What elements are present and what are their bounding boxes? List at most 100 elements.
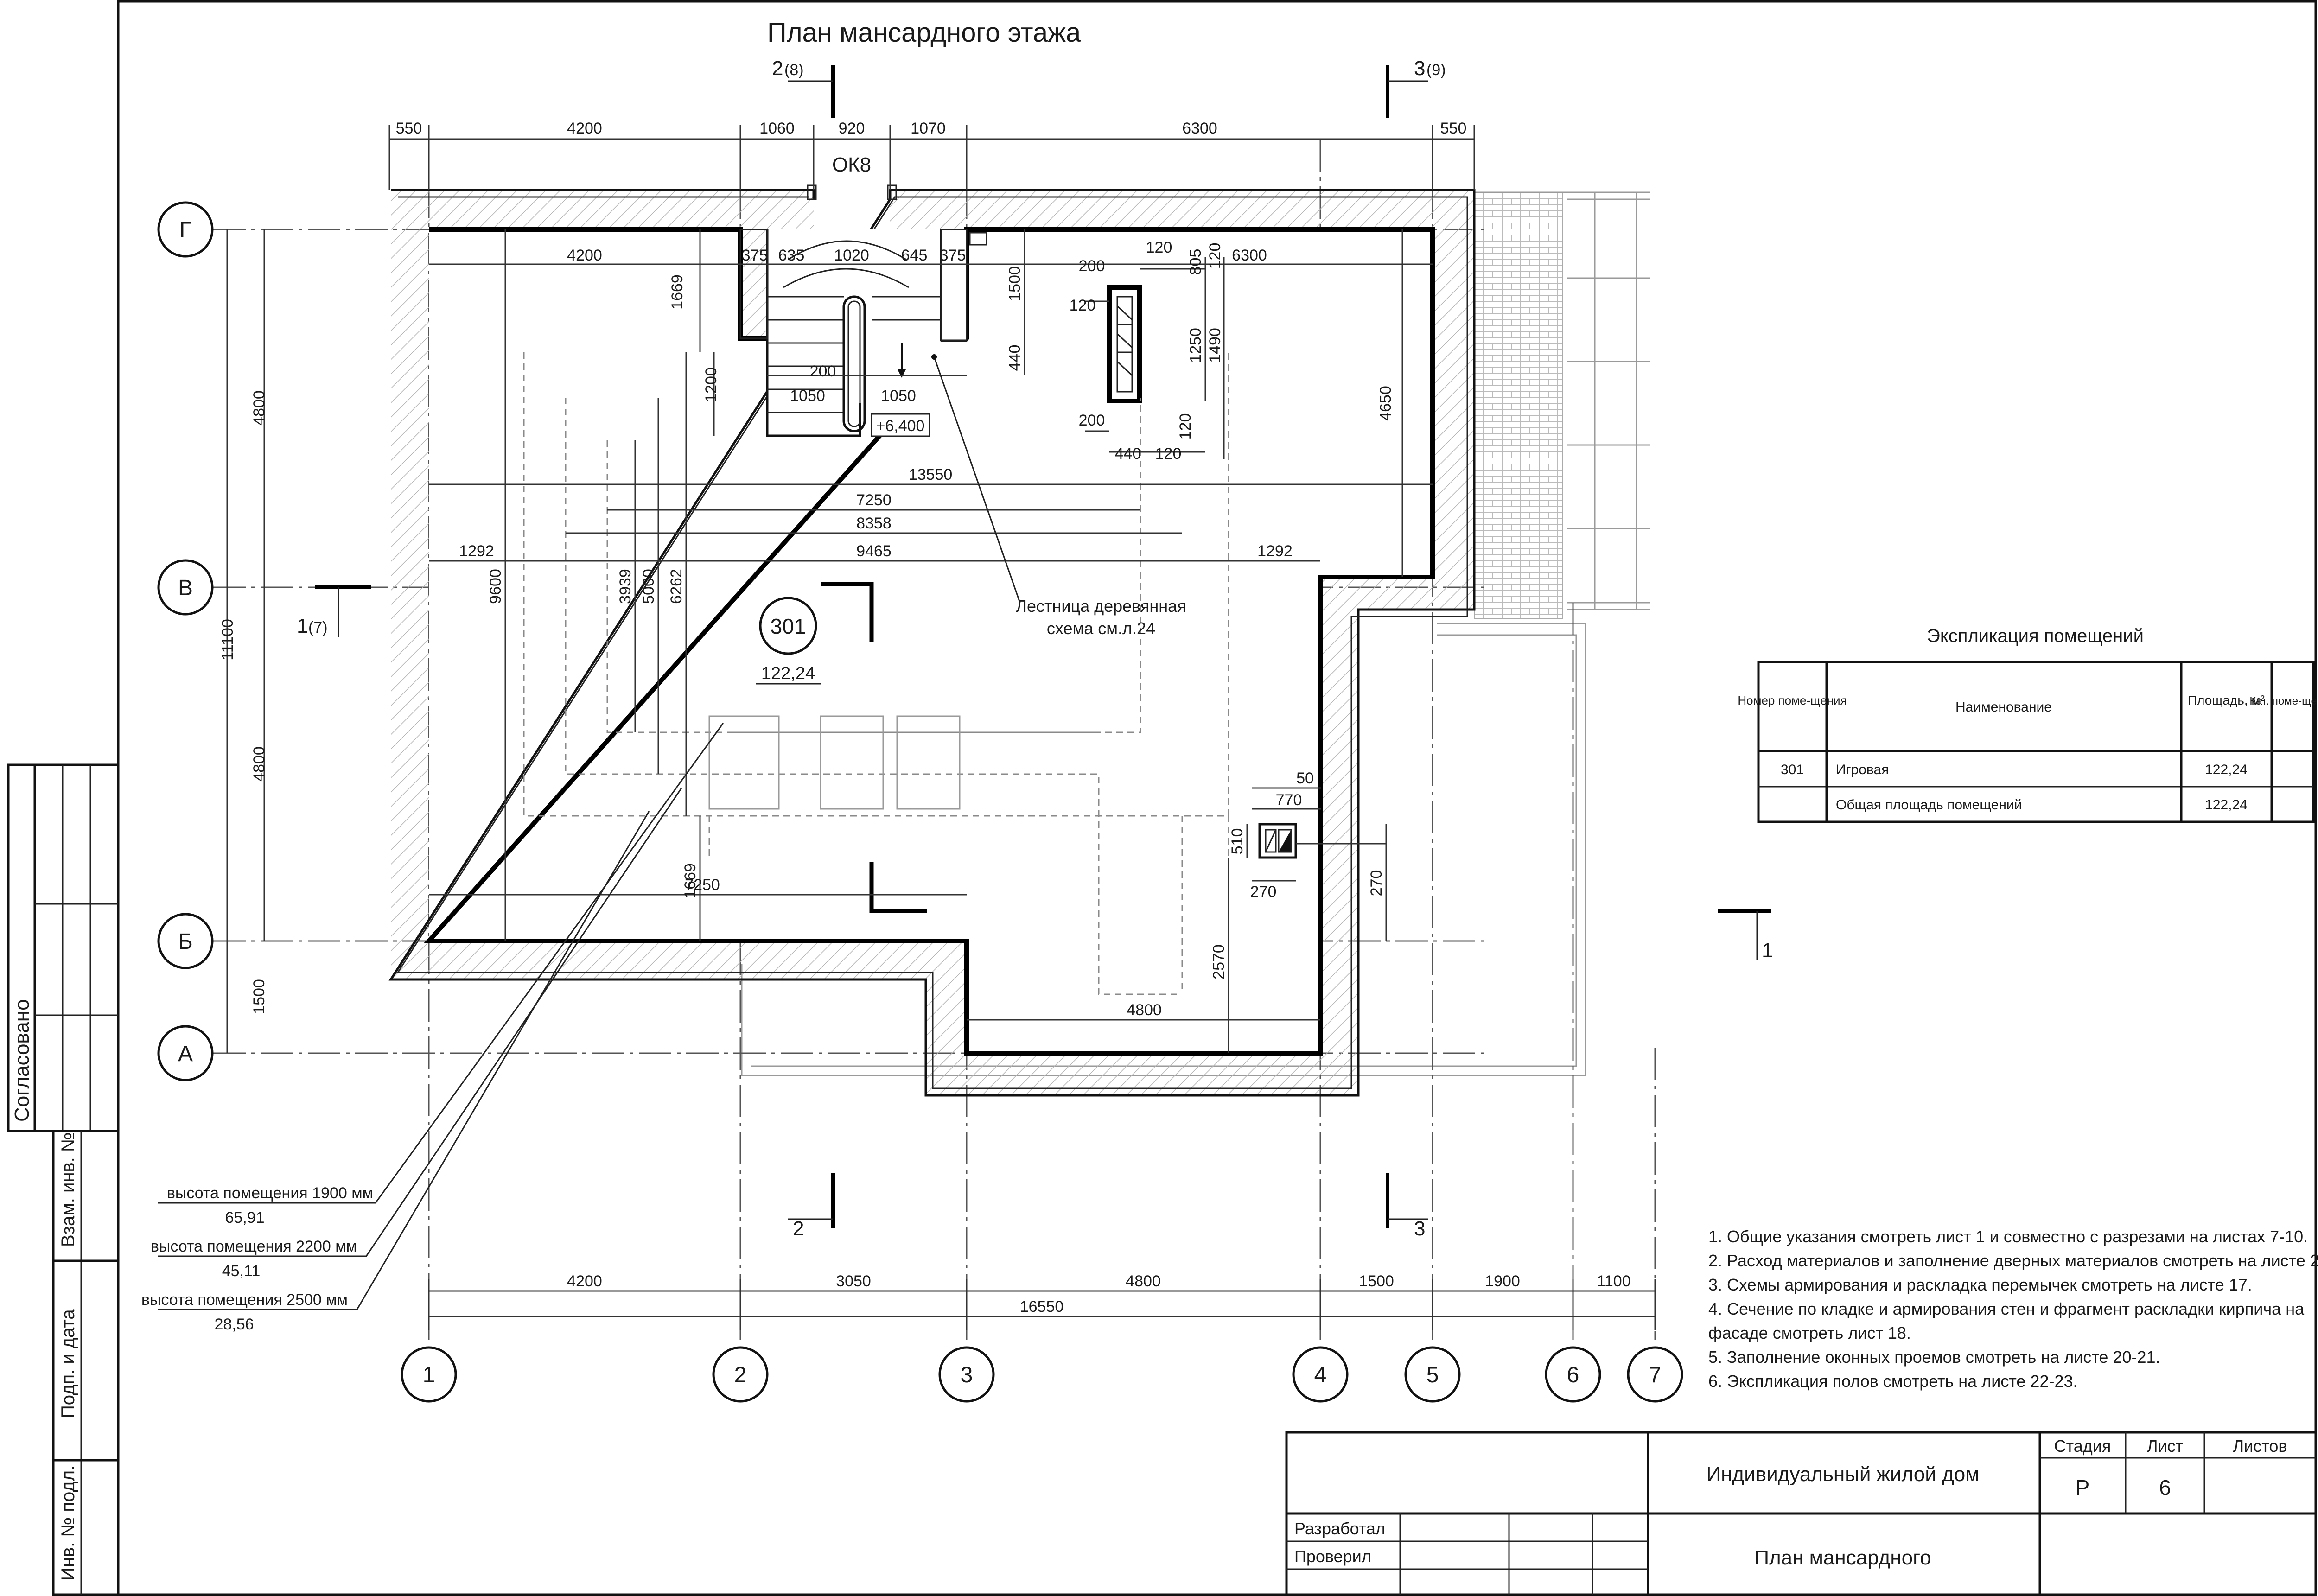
section-2-top-ref: (8) (784, 61, 804, 79)
section-2-bottom: 2 (793, 1217, 804, 1240)
dim-1490: 1490 (1206, 328, 1224, 363)
project-name: Индивидуальный жилой дом (1707, 1463, 1980, 1486)
axis-bubbles (157, 201, 1683, 1403)
axis-label-5: 5 (1426, 1363, 1439, 1387)
side-label-signature: Подп. и дата (58, 1309, 78, 1418)
dim-8358: 8358 (856, 515, 892, 532)
section-2-top: 2 (772, 57, 783, 80)
section-3-top-ref: (9) (1426, 61, 1446, 79)
dim-top-1070: 1070 (911, 120, 946, 137)
vent-block (1107, 285, 1297, 859)
dim-inner-1020: 1020 (834, 247, 869, 264)
dim-200a: 200 (810, 362, 836, 380)
dim-4800: 4800 (1127, 1001, 1162, 1019)
dimension-lines (226, 125, 1656, 1330)
dim-left-1500: 1500 (250, 979, 268, 1014)
general-note-2: 2. Расход материалов и заполнение дверны… (1708, 1251, 2318, 1270)
section-3-top: 3 (1414, 57, 1425, 80)
dim-50: 50 (1296, 769, 1314, 787)
height-note-2500-area: 28,56 (214, 1316, 254, 1333)
dim-top-920: 920 (839, 120, 865, 137)
room-tag-circle (759, 597, 817, 655)
dim-1669b: 1669 (681, 863, 699, 898)
dim-7250b: 7250 (685, 876, 720, 894)
explication-row2-name: Общая площадь помещений (1836, 797, 2022, 813)
dim-inner-375b: 375 (940, 247, 966, 264)
approved-label: Согласовано (11, 999, 33, 1122)
dim-3939: 3939 (617, 569, 634, 604)
dim-1200: 1200 (702, 367, 720, 402)
side-label-inventory: Инв. № подл. (58, 1465, 78, 1581)
sheet-frame (7, 0, 2317, 1596)
terrace-context (741, 191, 1650, 1076)
sheet-value: 6 (2159, 1475, 2171, 1500)
level-mark-box (871, 413, 930, 437)
axis-label-7: 7 (1649, 1363, 1662, 1387)
sheet-label: Лист (2147, 1437, 2183, 1456)
explication-table (1757, 661, 2315, 823)
section-1-left: 1 (297, 615, 308, 637)
dim-left-4800b: 4800 (250, 746, 268, 782)
dim-200c: 200 (1079, 412, 1105, 429)
axis-label-2: 2 (734, 1363, 747, 1387)
sheets-label: Листов (2233, 1437, 2287, 1456)
title-block (1285, 1431, 2317, 1596)
dim-270a: 270 (1250, 883, 1277, 901)
dim-1050b: 1050 (881, 387, 916, 405)
height-note-1900-area: 65,91 (225, 1209, 264, 1227)
explication-header-number: Номер поме-щения (1738, 693, 1847, 707)
general-note-6: 6. Экспликация полов смотреть на листе 2… (1708, 1372, 2078, 1391)
dim-9600: 9600 (487, 569, 504, 604)
section-3-bottom: 3 (1414, 1217, 1425, 1240)
axis-label-G: Г (179, 218, 191, 242)
dim-1250: 1250 (1187, 328, 1204, 363)
window-mark: ОК8 (832, 153, 871, 176)
dim-bottom-3050: 3050 (836, 1272, 871, 1290)
dim-top-550a: 550 (396, 120, 422, 137)
room-number: 301 (771, 614, 806, 638)
dim-inner-645: 645 (901, 247, 928, 264)
dim-510: 510 (1229, 828, 1246, 855)
dim-120b: 120 (1206, 243, 1224, 269)
dim-440a: 440 (1006, 345, 1024, 371)
dim-9465: 9465 (856, 542, 892, 560)
height-note-1900: высота помещения 1900 мм (167, 1184, 373, 1202)
explication-header-name: Наименование (1955, 699, 2052, 715)
stage-label: Стадия (2054, 1437, 2111, 1456)
dim-13550: 13550 (909, 466, 953, 483)
leaders (158, 354, 1021, 1310)
dim-7250a: 7250 (856, 491, 892, 509)
dim-left-11100: 11100 (219, 619, 236, 661)
axis-label-A: А (178, 1042, 193, 1066)
explication-row1-area: 122,24 (2205, 762, 2248, 777)
outer-walls (388, 184, 1476, 1097)
explication-header-category: Кат. поме-щения (2249, 695, 2318, 707)
dim-inner-635: 635 (778, 247, 805, 264)
dim-top-1060: 1060 (759, 120, 795, 137)
dim-440b: 440 (1115, 445, 1141, 463)
dim-bottom-1900: 1900 (1485, 1272, 1520, 1290)
explication-row1-name: Игровая (1836, 762, 1889, 777)
dim-bottom-4200: 4200 (567, 1272, 602, 1290)
dim-inner-375a: 375 (742, 247, 768, 264)
general-note-5: 5. Заполнение оконных проемов смотреть н… (1708, 1348, 2160, 1367)
dim-bottom-1500: 1500 (1359, 1272, 1394, 1290)
stair-note-1: Лестница деревянная (1016, 597, 1186, 616)
checked-label: Проверил (1294, 1547, 1371, 1566)
dim-1050a: 1050 (790, 387, 825, 405)
dim-top-4200: 4200 (567, 120, 602, 137)
dim-1292a: 1292 (459, 542, 494, 560)
side-label-replace: Взам. инв. № (58, 1132, 78, 1247)
dim-bottom-1100: 1100 (1597, 1272, 1630, 1290)
axis-label-3: 3 (961, 1363, 973, 1387)
general-note-3: 3. Схемы армирования и раскладка перемыч… (1708, 1275, 2252, 1294)
dim-top-6300: 6300 (1182, 120, 1217, 137)
dim-120c: 120 (1070, 297, 1096, 314)
dim-1669a: 1669 (669, 274, 686, 310)
dim-805: 805 (1187, 249, 1204, 275)
height-note-2500: высота помещения 2500 мм (141, 1291, 348, 1309)
room-corner-marks (821, 582, 927, 913)
dim-inner-4200: 4200 (567, 247, 602, 264)
section-1-left-ref: (7) (308, 619, 328, 636)
